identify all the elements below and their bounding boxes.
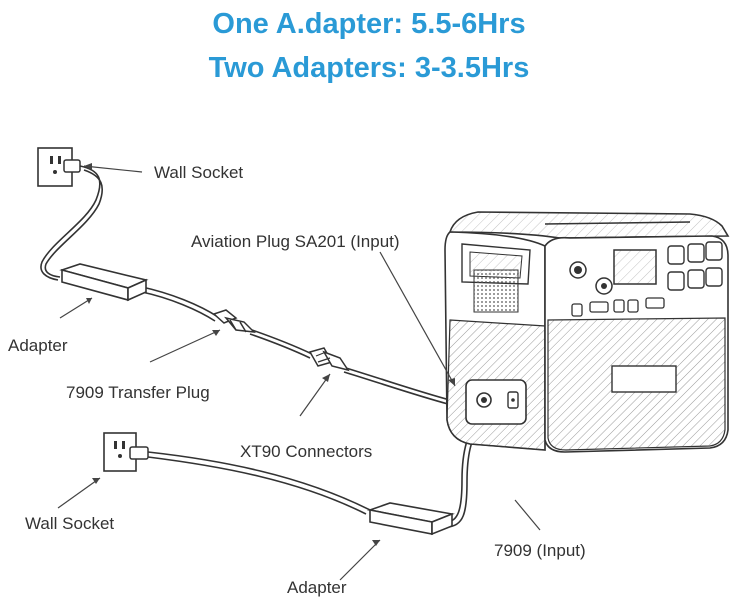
title-line-2: Two Adapters: 3-3.5Hrs	[208, 52, 530, 84]
label-xt90-connectors: XT90 Connectors	[240, 442, 373, 461]
label-wall-socket-bottom: Wall Socket	[25, 514, 115, 533]
wall-socket-bottom	[103, 432, 149, 472]
label-aviation-plug: Aviation Plug SA201 (Input)	[191, 232, 400, 251]
power-station	[444, 211, 730, 453]
label-adapter-top: Adapter	[8, 336, 68, 355]
label-wall-socket-top: Wall Socket	[154, 163, 244, 182]
xt90-connectors	[308, 347, 350, 372]
title-line-1: One A.dapter: 5.5-6Hrs	[212, 8, 526, 40]
leader-lines	[57, 165, 541, 581]
adapter-top	[59, 263, 149, 302]
wall-socket-top	[37, 147, 81, 187]
label-adapter-bottom: Adapter	[287, 578, 347, 597]
leader-arrowheads	[84, 163, 455, 546]
cables	[40, 165, 485, 528]
adapter-bottom	[366, 502, 455, 536]
label-transfer-plug: 7909 Transfer Plug	[66, 383, 210, 402]
label-7909-input: 7909 (Input)	[494, 541, 586, 560]
transfer-plug-7909	[212, 309, 257, 333]
